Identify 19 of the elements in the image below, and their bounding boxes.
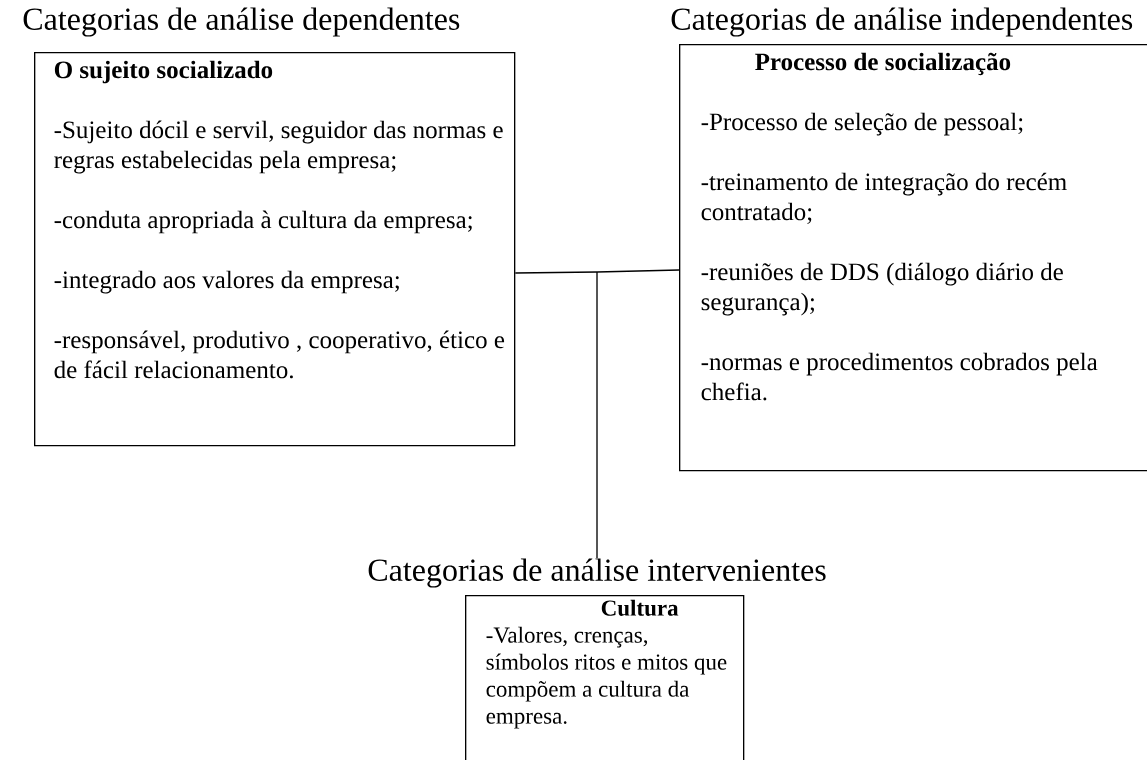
category-heading: Categorias de análise intervenientes [368, 558, 826, 588]
node-label: -Sujeito dócil e servil, seguidor das normas e regras estabelecidas pela empresa; [54, 120, 503, 174]
node-label: -reuniões de DDS (diálogo diário de segurança); [701, 262, 1063, 316]
node-label: Processo de socialização [755, 52, 1011, 76]
connector-line [514, 271, 598, 274]
text-box: Cultura -Valores, crenças, símbolos ritos e mitos que compõem a cultura da empresa. [465, 595, 745, 760]
connector-line [596, 269, 680, 273]
node-label: -integrado aos valores da empresa; [54, 270, 399, 294]
node-label: O sujeito socializado [54, 60, 273, 84]
category-heading: Categorias de análise independentes [671, 7, 1133, 37]
category-heading: Categorias de análise dependentes [23, 7, 460, 37]
node-label: -normas e procedimentos cobrados pela chefia. [701, 352, 1098, 401]
node-label: -conduta apropriada à cultura da empresa; [54, 210, 472, 234]
text-box: O sujeito socializado -Sujeito dócil e servil, seguidor das normas e regras estabelecidas pela empresa; -conduta apropriada à cultura da empresa; -integrado aos valores da empresa; -responsável, produtivo , cooperativo, ético e de fácil relacionamento. [34, 52, 516, 447]
node-label: -treinamento de integração do recém contratado; [701, 172, 1067, 224]
text-box: Processo de socialização -Processo de seleção de pessoal; -treinamento de integração do recém contratado; -reuniões de DDS (diálogo diário de segurança); -normas e procedimentos cobrados pela chefia. [679, 44, 1147, 472]
node-label: -responsável, produtivo , cooperativo, ético e de fácil relacionamento. [54, 330, 505, 379]
node-label: -Processo de seleção de pessoal; [701, 112, 1023, 136]
connector-line [596, 271, 598, 559]
